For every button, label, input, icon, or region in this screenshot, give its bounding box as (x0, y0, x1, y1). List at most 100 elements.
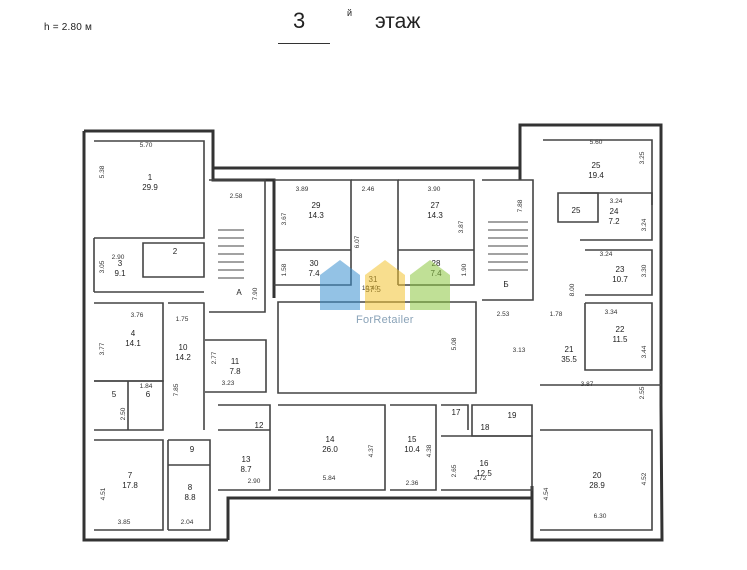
room-number: 15 (408, 435, 417, 444)
dimension-label: 4.51 (100, 487, 107, 500)
dimension-label: 5.38 (99, 165, 106, 178)
room-area: 14.3 (427, 211, 443, 220)
room-number: 24 (610, 207, 619, 216)
dimension-label: 3.87 (581, 381, 594, 388)
room-number: 30 (310, 259, 319, 268)
dimension-label: 1.90 (461, 263, 468, 276)
dimension-label: 3.30 (641, 264, 648, 277)
dimension-label: 3.24 (610, 198, 623, 205)
dimension-label: 3.44 (641, 345, 648, 358)
watermark-logo (320, 260, 450, 310)
room-area: 7.2 (608, 217, 620, 226)
room-number: 12 (255, 421, 264, 430)
room-number: 19 (508, 411, 517, 420)
room-number: 6 (146, 390, 151, 399)
dimension-label: 3.13 (513, 347, 526, 354)
outer-walls (82, 123, 664, 542)
room-number: 29 (312, 201, 321, 210)
room-area: 14.2 (175, 353, 191, 362)
dimension-label: 3.76 (131, 312, 144, 319)
dimension-label: 8.00 (569, 283, 576, 296)
dimension-label: 5.60 (590, 139, 603, 146)
dimension-label: 2.36 (406, 480, 419, 487)
dimension-label: 5.84 (323, 475, 336, 482)
room-number: 23 (616, 265, 625, 274)
dimension-label: 2.58 (230, 193, 243, 200)
dimension-label: 2.04 (181, 519, 194, 526)
room-number: 21 (565, 345, 574, 354)
dimension-label: 7.90 (252, 287, 259, 300)
dimension-label: 2.46 (362, 186, 375, 193)
floor-word: этаж (375, 10, 421, 33)
room-number: 1 (148, 173, 153, 182)
dimension-label: 5.08 (451, 337, 458, 350)
interior-walls (93, 139, 661, 531)
ceiling-height-note: h = 2.80 м (44, 22, 93, 33)
room-number: 17 (452, 408, 461, 417)
floor-underline (278, 43, 330, 44)
dimension-label: 3.89 (296, 186, 309, 193)
dimension-label: 2.90 (112, 254, 125, 261)
dimension-label: 3.05 (99, 260, 106, 273)
dimension-label: 1.75 (176, 316, 189, 323)
room-number: 22 (616, 325, 625, 334)
dimension-label: 3.85 (118, 519, 131, 526)
dimension-label: 7.85 (173, 383, 180, 396)
room-number: 2 (173, 247, 178, 256)
room-area: 29.9 (142, 183, 158, 192)
room-area: 26.0 (322, 445, 338, 454)
room-number: 28 (432, 259, 441, 268)
dimension-label: 2.53 (497, 311, 510, 318)
room-number: 7 (128, 471, 133, 480)
dimension-label: 3.90 (428, 186, 441, 193)
room-area: 9.1 (114, 269, 126, 278)
room-number: 4 (131, 329, 136, 338)
watermark-house-middle (365, 260, 405, 310)
dimension-label: 2.65 (451, 464, 458, 477)
room-area: 14.3 (308, 211, 324, 220)
room-number: 25 (592, 161, 601, 170)
dimension-label: 2.77 (211, 351, 218, 364)
room-number: 10 (179, 343, 188, 352)
dimension-label: 4.38 (426, 444, 433, 457)
room-area: 19.4 (588, 171, 604, 180)
room-area: 11.5 (613, 335, 629, 344)
floor-number: 3 (293, 8, 306, 33)
dimension-label: 3.67 (281, 212, 288, 225)
room-area: 8.8 (184, 493, 196, 502)
dimension-label: 2.50 (120, 407, 127, 420)
room-number: 8 (188, 483, 193, 492)
dimension-label: 3.24 (600, 251, 613, 258)
dimension-label: 3.34 (605, 309, 618, 316)
room-number: 9 (190, 445, 195, 454)
room-area: 35.5 (561, 355, 577, 364)
dimension-label: 1.78 (550, 311, 563, 318)
room-area: 7.8 (229, 367, 241, 376)
dimension-label: 3.87 (458, 220, 465, 233)
dimension-label: 4.54 (543, 487, 550, 500)
dimension-label: 7.88 (517, 199, 524, 212)
dimension-label: 4.72 (474, 475, 487, 482)
room-area: 14.1 (125, 339, 141, 348)
room-number: 25 (572, 206, 581, 215)
room-area: 17.8 (122, 481, 138, 490)
room-area: 10.4 (404, 445, 420, 454)
room-number: 11 (231, 357, 240, 366)
dimension-label: 4.37 (368, 444, 375, 457)
room-number: 20 (593, 471, 602, 480)
dimension-label: 5.70 (140, 142, 153, 149)
watermark-house-right (410, 260, 450, 310)
dimension-label: 3.25 (639, 151, 646, 164)
floor-suffix: й (347, 8, 353, 18)
room-area: 8.7 (240, 465, 252, 474)
room-number: 3 (118, 259, 123, 268)
room-area: 10.7 (612, 275, 628, 284)
dimension-label: 3.24 (641, 218, 648, 231)
dimension-label: 1.58 (281, 263, 288, 276)
watermark-text: ForRetailer (356, 314, 414, 326)
watermark-house-left (320, 260, 360, 310)
